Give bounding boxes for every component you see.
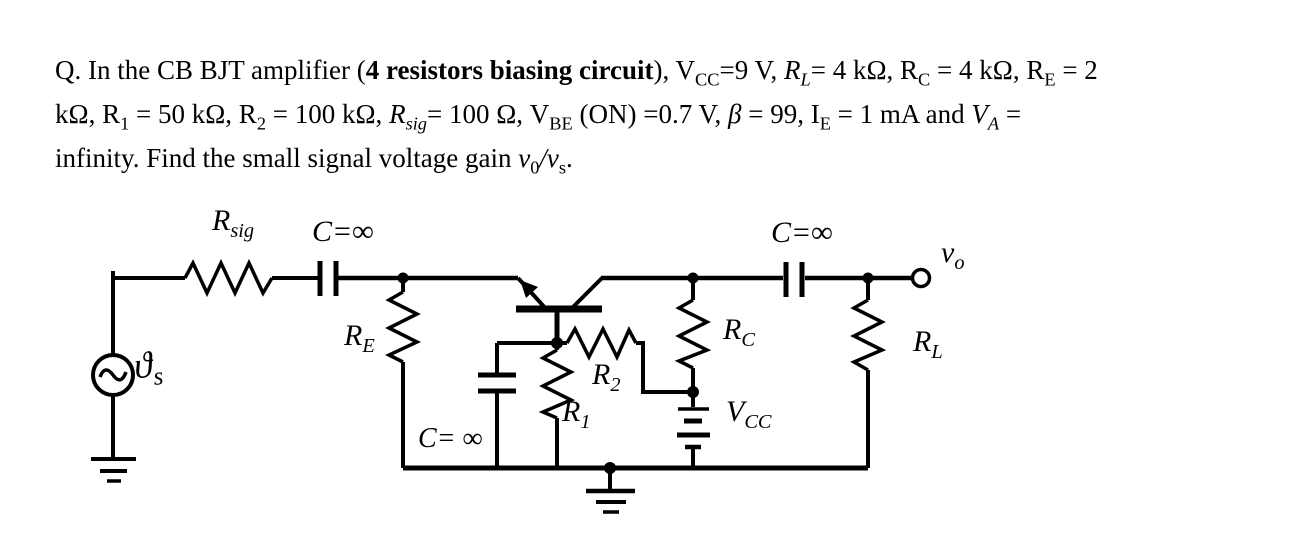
r2-label: R2 (592, 358, 621, 396)
ground-left (91, 457, 136, 483)
vcc-label: VCC (726, 395, 772, 433)
bjt-emitter-arrow-icon (520, 280, 538, 298)
rc-resistor (674, 278, 712, 392)
bypass-cap-label: C= ∞ (418, 423, 483, 454)
question-line-2: kΩ, R1 = 50 kΩ, R2 = 100 kΩ, Rsig= 100 Ω… (55, 99, 1022, 134)
rl-resistor (850, 278, 887, 468)
rl-label: RL (913, 325, 943, 363)
question-line-3: infinity. Find the small signal voltage … (55, 143, 573, 178)
output-cap-label: C=∞ (771, 216, 833, 249)
ground-middle (586, 468, 635, 514)
rc-label: RC (723, 313, 755, 351)
node-dot (862, 272, 874, 284)
vcc-battery (677, 392, 710, 468)
rsig-label: Rsig (212, 204, 255, 242)
node-dot (687, 386, 699, 398)
re-resistor (384, 278, 422, 468)
node-dot (604, 462, 616, 474)
vo-label: vo (941, 236, 965, 274)
input-cap-label: C=∞ (312, 215, 374, 248)
input-coupling-capacitor (317, 261, 339, 296)
signal-source-branch (111, 271, 185, 459)
r1-label: R1 (562, 395, 591, 433)
rsig-resistor (183, 258, 274, 298)
node-dot (551, 337, 563, 349)
r2-resistor (557, 325, 693, 394)
re-label: RE (344, 319, 375, 357)
output-coupling-capacitor (783, 262, 805, 297)
node-dot (687, 272, 699, 284)
bjt-collector-lead (569, 276, 604, 311)
node-dot (397, 272, 409, 284)
output-terminal (910, 267, 932, 289)
bypass-capacitor (478, 372, 516, 394)
junction-dots (397, 272, 874, 474)
bjt-transistor (516, 276, 604, 343)
question-line-1: Q. In the CB BJT amplifier (4 resistors … (55, 55, 1098, 90)
vs-label: ϑs (131, 344, 165, 391)
vs-ac-source (91, 353, 135, 397)
question-text: Q. In the CB BJT amplifier (4 resistors … (55, 48, 1290, 180)
bypass-capacitor-branch (495, 341, 557, 468)
